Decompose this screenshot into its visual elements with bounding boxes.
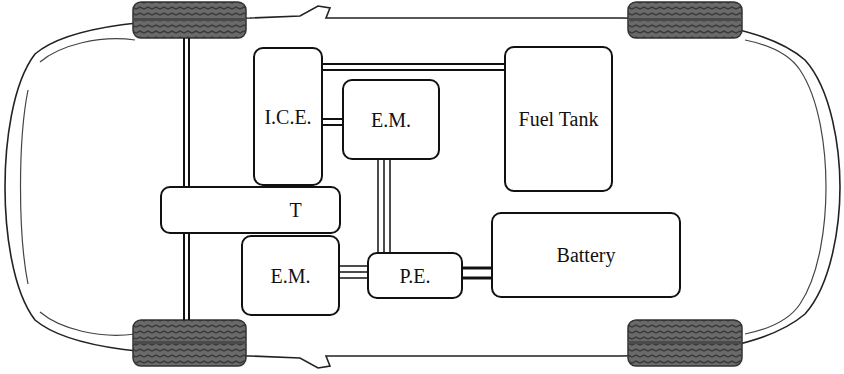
car-body xyxy=(5,6,840,368)
shaft-connector xyxy=(323,118,342,120)
body-line xyxy=(745,40,800,70)
shaft-connector xyxy=(377,160,379,252)
motor-box: E.M. xyxy=(241,235,340,316)
node-label: I.C.E. xyxy=(264,106,311,128)
shaft-connector xyxy=(383,160,385,252)
shaft-connector xyxy=(323,63,504,65)
wheel xyxy=(133,2,246,38)
shaft-connector xyxy=(323,124,342,126)
shaft-connector xyxy=(340,271,367,273)
power-electronics-box: P.E. xyxy=(367,252,463,299)
fuel-tank-box: Fuel Tank xyxy=(504,46,613,192)
front-axle xyxy=(188,38,190,320)
wheel xyxy=(133,320,246,366)
shaft-connector xyxy=(463,267,491,270)
motor-box: E.M. xyxy=(342,79,440,160)
body-line xyxy=(21,90,29,284)
node-label: P.E. xyxy=(399,265,430,287)
battery-box: Battery xyxy=(491,212,681,298)
body-line xyxy=(40,39,135,62)
node-label: Fuel Tank xyxy=(519,108,599,130)
wheel xyxy=(628,320,742,366)
shaft-connector xyxy=(323,69,504,71)
engine-box: I.C.E. xyxy=(253,47,323,186)
body-line xyxy=(745,304,800,334)
shaft-connector xyxy=(340,265,367,267)
body-line xyxy=(800,70,826,304)
node-label: E.M. xyxy=(371,109,411,131)
node-label: Battery xyxy=(557,244,616,266)
node-label: T xyxy=(289,199,301,221)
wheel xyxy=(628,2,742,38)
shaft-connector xyxy=(463,277,491,280)
front-axle xyxy=(183,38,185,320)
shaft-connector xyxy=(389,160,391,252)
node-label: E.M. xyxy=(271,265,311,287)
body-line xyxy=(40,312,135,335)
shaft-connector xyxy=(340,277,367,279)
transmission-box: T xyxy=(160,186,341,234)
